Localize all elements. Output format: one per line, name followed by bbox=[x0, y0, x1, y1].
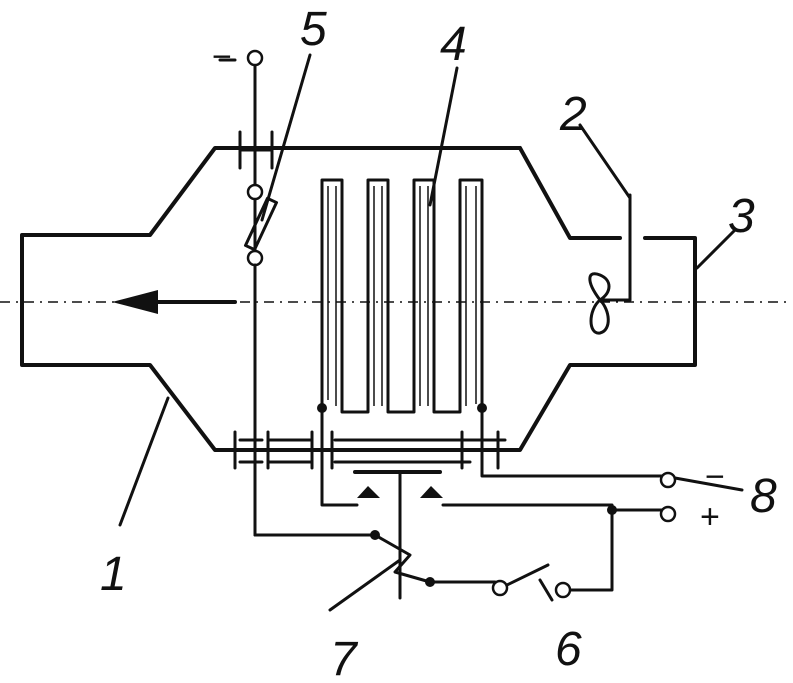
flow-direction-arrow bbox=[112, 290, 237, 314]
power-terminals bbox=[659, 471, 744, 523]
heater-element-inner bbox=[327, 186, 477, 406]
sign-plus-right: + bbox=[700, 498, 720, 536]
leader-lines bbox=[118, 53, 737, 612]
sign-minus-right: − bbox=[705, 458, 725, 496]
terminal-minus bbox=[659, 471, 677, 489]
control-switch bbox=[491, 563, 572, 599]
wiring bbox=[317, 403, 664, 592]
label-part-3: 3 bbox=[728, 190, 755, 243]
thermal-fuse bbox=[218, 49, 279, 537]
fan-impeller bbox=[588, 193, 632, 335]
heater-element bbox=[320, 178, 484, 414]
label-part-5: 5 bbox=[300, 3, 327, 56]
label-part-6: 6 bbox=[555, 623, 582, 676]
label-part-8: 8 bbox=[750, 470, 777, 523]
terminal-plus bbox=[659, 505, 677, 523]
label-part-4: 4 bbox=[440, 18, 467, 71]
label-part-2: 2 bbox=[559, 88, 587, 141]
relay-contacts bbox=[253, 470, 443, 600]
housing-outline bbox=[20, 146, 697, 452]
label-part-1: 1 bbox=[100, 548, 127, 601]
label-part-7: 7 bbox=[330, 633, 359, 683]
terminal-top-minus bbox=[246, 49, 264, 67]
wall-feedthroughs bbox=[233, 130, 507, 470]
sign-minus-top: − bbox=[212, 38, 232, 76]
